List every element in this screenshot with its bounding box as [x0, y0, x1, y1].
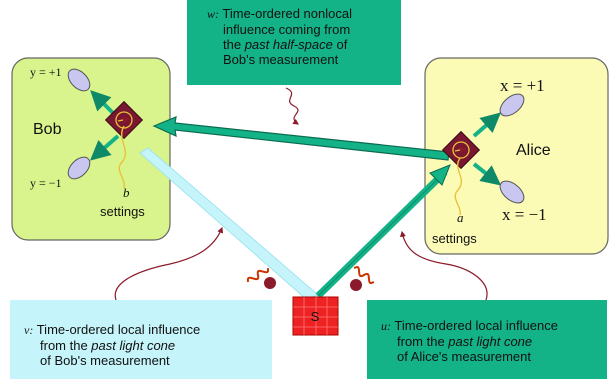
bob-detector-plus: [67, 68, 91, 92]
w-influence-squiggle: [285, 87, 299, 125]
bob-setting-var: b: [123, 185, 130, 200]
source-label: S: [311, 309, 320, 324]
alice-plus-label: x = +1: [500, 76, 545, 95]
callout-v-tag: v:: [24, 323, 34, 337]
alice-minus-label: x = −1: [502, 205, 547, 224]
alice-settings-label: settings: [432, 231, 477, 246]
particle-left: [246, 267, 276, 289]
callout-v-line1: Time-ordered local influence: [36, 322, 201, 337]
bob-settings-squiggle: [118, 125, 127, 189]
bob-detector-minus: [67, 156, 91, 180]
callout-v-line2em: past light cone: [91, 338, 176, 353]
callout-u-line2em: past light cone: [448, 334, 533, 349]
callout-w-line4: Bob's measurement: [223, 52, 339, 67]
alice-name: Alice: [516, 142, 551, 159]
alice-settings-squiggle: [454, 157, 463, 216]
alice-setting-var: a: [457, 210, 464, 225]
callout-u: u: Time-ordered local influence from the…: [367, 300, 607, 379]
callout-v: v: Time-ordered local influence from the…: [10, 300, 272, 379]
callout-w-line2: influence coming from: [223, 22, 351, 37]
local-influence-arrow-head: [429, 164, 451, 186]
u-influence-squiggle: [400, 230, 488, 301]
bob-name: Bob: [33, 121, 62, 138]
callout-u-line1: Time-ordered local influence: [394, 318, 558, 333]
bob-station: [104, 100, 144, 140]
alice-station: [441, 130, 481, 170]
callout-v-line2a: from the: [40, 338, 92, 353]
v-influence-squiggle: [114, 226, 223, 301]
callout-w-line1: Time-ordered nonlocal: [222, 6, 352, 21]
callout-u-line2a: from the: [397, 334, 449, 349]
callout-u-tag: u:: [381, 319, 391, 333]
source-box: S: [292, 296, 339, 336]
bob-minus-label: y = −1: [30, 176, 62, 190]
alice-detector-minus: [499, 180, 525, 204]
bob-settings-label: settings: [100, 204, 145, 219]
callout-w: w: Time-ordered nonlocal influence comin…: [187, 0, 401, 85]
nonlocal-influence-arrow: [152, 116, 450, 161]
callout-w-line3b: of: [332, 37, 348, 52]
callout-w-tag: w:: [207, 7, 219, 21]
callout-w-line3em: past half-space: [244, 37, 333, 52]
particle-right: [350, 265, 375, 291]
callout-u-line3: of Alice's measurement: [397, 349, 531, 364]
alice-arm-plus: [472, 112, 502, 138]
bob-plus-label: y = +1: [30, 65, 62, 79]
callout-w-line3a: the: [223, 37, 245, 52]
callout-v-line3: of Bob's measurement: [40, 353, 170, 368]
alice-arm-minus: [472, 162, 502, 186]
bob-arm-minus: [89, 134, 120, 161]
alice-detector-plus: [499, 93, 525, 117]
